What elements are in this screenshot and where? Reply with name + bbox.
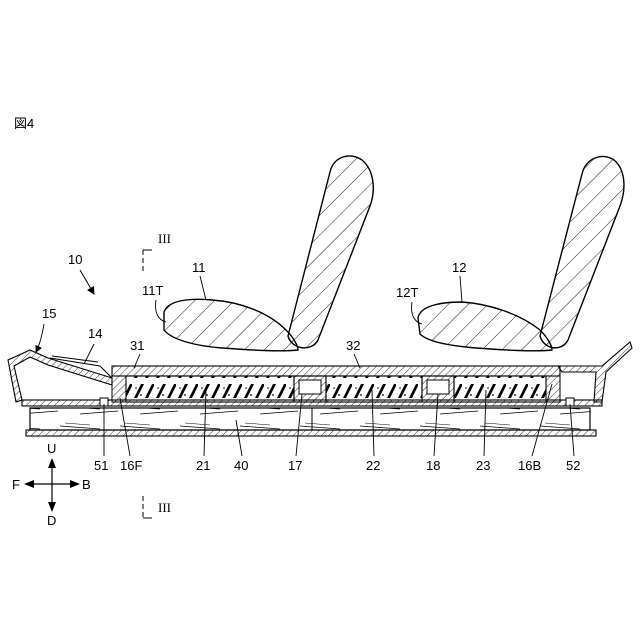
seat-12-backrest bbox=[540, 156, 624, 347]
label-22: 22 bbox=[366, 458, 380, 473]
foam-block-23 bbox=[454, 376, 546, 402]
label-31: 31 bbox=[130, 338, 144, 353]
seat-12 bbox=[418, 156, 624, 350]
foam-block-22 bbox=[326, 376, 422, 402]
label-12: 12 bbox=[452, 260, 466, 275]
section-mark-top: III bbox=[143, 231, 171, 272]
direction-back: B bbox=[82, 477, 91, 492]
seat-11-backrest bbox=[288, 156, 373, 348]
battery-pack-40 bbox=[30, 408, 590, 430]
cross-member-17 bbox=[294, 376, 326, 402]
seat-11-cushion bbox=[164, 299, 298, 351]
label-11: 11 bbox=[192, 260, 206, 275]
frame-front-16F bbox=[112, 376, 126, 402]
floor-top-panel bbox=[112, 366, 560, 376]
label-18: 18 bbox=[426, 458, 440, 473]
rear-structure bbox=[558, 342, 632, 402]
label-17: 17 bbox=[288, 458, 302, 473]
lower-floor-panel bbox=[22, 400, 602, 406]
section-mark-bottom: III bbox=[143, 496, 171, 518]
battery-case-bottom bbox=[26, 430, 596, 436]
direction-up: U bbox=[47, 441, 56, 456]
label-21: 21 bbox=[196, 458, 210, 473]
label-10: 10 bbox=[68, 252, 82, 267]
label-14: 14 bbox=[88, 326, 102, 341]
label-52: 52 bbox=[566, 458, 580, 473]
label-23: 23 bbox=[476, 458, 490, 473]
label-12T: 12T bbox=[396, 285, 418, 300]
section-label-top: III bbox=[158, 231, 171, 246]
direction-front: F bbox=[12, 477, 20, 492]
label-40: 40 bbox=[234, 458, 248, 473]
section-label-bottom: III bbox=[158, 500, 171, 515]
label-16B: 16B bbox=[518, 458, 541, 473]
label-16F: 16F bbox=[120, 458, 142, 473]
seat-11 bbox=[164, 156, 373, 351]
foam-block-21 bbox=[126, 376, 294, 402]
figure-label: 図4 bbox=[14, 116, 34, 131]
label-32: 32 bbox=[346, 338, 360, 353]
label-11T: 11T bbox=[142, 283, 163, 298]
direction-compass: U D F B bbox=[12, 441, 91, 528]
seat-12-cushion bbox=[418, 302, 552, 351]
label-15: 15 bbox=[42, 306, 56, 321]
front-structure bbox=[8, 350, 112, 402]
label-51: 51 bbox=[94, 458, 108, 473]
direction-down: D bbox=[47, 513, 56, 528]
